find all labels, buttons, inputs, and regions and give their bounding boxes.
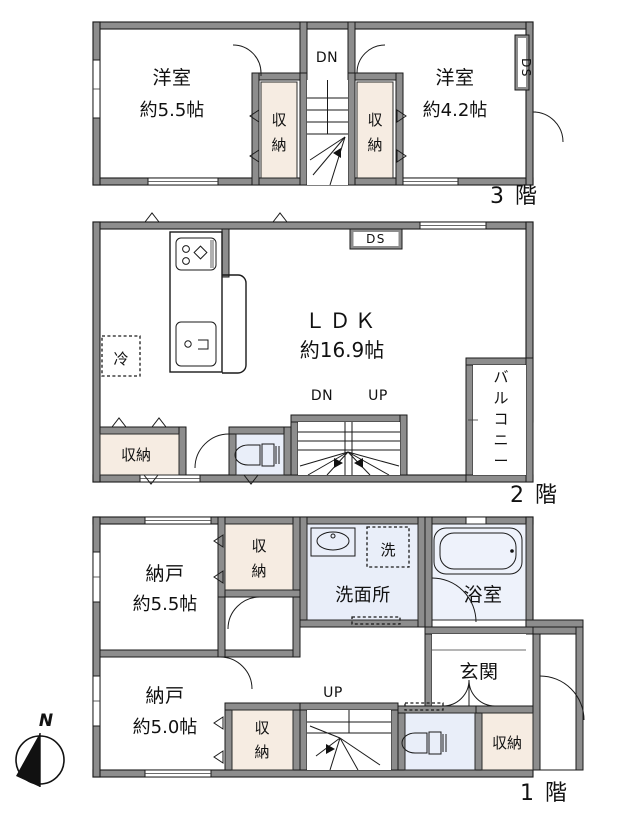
room-area-1f-storeroom-a: 約5.5帖	[133, 594, 198, 615]
svg-text:コ: コ	[493, 410, 508, 428]
ds-box-2f: DS	[349, 228, 403, 250]
compass-north-label: N	[39, 711, 53, 731]
room-label-1f-washroom: 洗面所	[335, 585, 391, 606]
storage-label-3f-right: 収 納	[367, 111, 382, 154]
floor-3-group: DS	[92, 21, 564, 209]
washing-machine-label: 洗	[380, 541, 395, 559]
floor-2-group: DS 冷	[92, 212, 559, 508]
entrance-1f: 玄関	[424, 626, 534, 714]
svg-text:納: 納	[367, 136, 382, 154]
room-label-2f-ldk: ＬＤＫ	[305, 309, 380, 333]
room-label-3f-western-b: 洋室	[435, 67, 474, 89]
room-area-2f-ldk: 約16.9帖	[300, 338, 385, 362]
stair-2f: DN UP	[290, 388, 408, 476]
storage-3f-right	[356, 81, 394, 179]
storage-label-2f: 収納	[121, 446, 151, 464]
storage-3f-left	[260, 81, 298, 179]
ds-label-3f: DS	[519, 58, 533, 78]
storage-label-1f-b2: 納	[254, 743, 269, 761]
floor-label-1: 1 階	[520, 781, 569, 806]
room-area-1f-storeroom-b: 約5.0帖	[133, 717, 198, 738]
door-1f-storeroom-a	[227, 596, 261, 630]
room-area-3f-western-a: 約5.5帖	[140, 100, 205, 121]
refrigerator-2f: 冷	[101, 335, 141, 377]
floor-3-windows: DS	[92, 34, 533, 186]
entry-porch-1f	[525, 619, 585, 771]
hall-walls-1f	[217, 516, 301, 658]
svg-text:納: 納	[271, 136, 286, 154]
stair-up-label-1f: UP	[323, 685, 343, 701]
storage-2f-group: 収納	[99, 417, 187, 476]
storage-label-1f-entrance: 収納	[492, 734, 522, 752]
room-label-1f-storeroom-a: 納戸	[145, 563, 184, 585]
room-area-3f-western-b: 約4.2帖	[423, 100, 488, 121]
washroom-1f: 洗 洗面所	[299, 516, 426, 628]
floor-2-vent-marks	[143, 212, 288, 485]
stair-1f: UP	[299, 685, 399, 771]
floor-label-3: 3 階	[490, 184, 539, 209]
svg-text:収: 収	[367, 111, 382, 129]
door-1f-storeroom-b	[219, 656, 253, 690]
room-label-1f-storeroom-b: 納戸	[145, 685, 184, 707]
svg-text:ー: ー	[493, 452, 508, 470]
storage-label-1f-a1: 収	[251, 537, 266, 555]
closet-door-marks-3f	[249, 109, 407, 163]
bathroom-1f: 浴室	[424, 516, 527, 628]
stair-up-label-2f: UP	[368, 388, 388, 404]
room-label-1f-entrance: 玄関	[459, 661, 498, 683]
mid-wall-1f-b	[224, 649, 301, 658]
storage-label-1f-b1: 収	[254, 719, 269, 737]
compass-rose: N	[15, 711, 65, 787]
door-3f-left	[232, 44, 262, 76]
floor-1-group: 収 納 洗 洗面所	[92, 516, 585, 806]
balcony-label: バ ル コ ニ ー	[493, 368, 508, 470]
storage-1f-upper: 収 納	[213, 523, 294, 591]
kitchen-wall-2f	[221, 228, 230, 278]
kitchen-counter-2f	[169, 231, 247, 374]
toilet-1f	[397, 702, 477, 771]
floor-label-2: 2 階	[510, 483, 559, 508]
storage-label-3f-left: 収 納	[271, 111, 286, 154]
storage-label-1f-a2: 納	[251, 562, 266, 580]
svg-text:ニ: ニ	[493, 431, 508, 449]
door-3f-right	[356, 44, 386, 74]
balcony-2f: バ ル コ ニ ー	[465, 357, 534, 483]
refrigerator-label: 冷	[113, 350, 128, 368]
stair-down-label-3f: DN	[316, 50, 338, 66]
floor-1-windows	[92, 516, 487, 778]
storage-1f-entrance: 収納	[474, 705, 534, 771]
room-label-1f-bathroom: 浴室	[463, 584, 502, 606]
mid-wall-1f	[99, 649, 226, 658]
storage-1f-lower: 収 納	[213, 702, 301, 771]
svg-text:ル: ル	[493, 389, 508, 407]
door-3f-entry-right	[532, 111, 564, 143]
svg-text:バ: バ	[493, 368, 508, 386]
stair-down-label-2f: DN	[311, 388, 333, 404]
floor-3-inner-walls	[251, 21, 404, 186]
ds-label-2f: DS	[366, 232, 386, 246]
toilet-2f	[194, 426, 292, 485]
stair-3f: DN	[307, 50, 348, 186]
room-label-3f-western-a: 洋室	[152, 67, 191, 89]
svg-text:収: 収	[271, 111, 286, 129]
